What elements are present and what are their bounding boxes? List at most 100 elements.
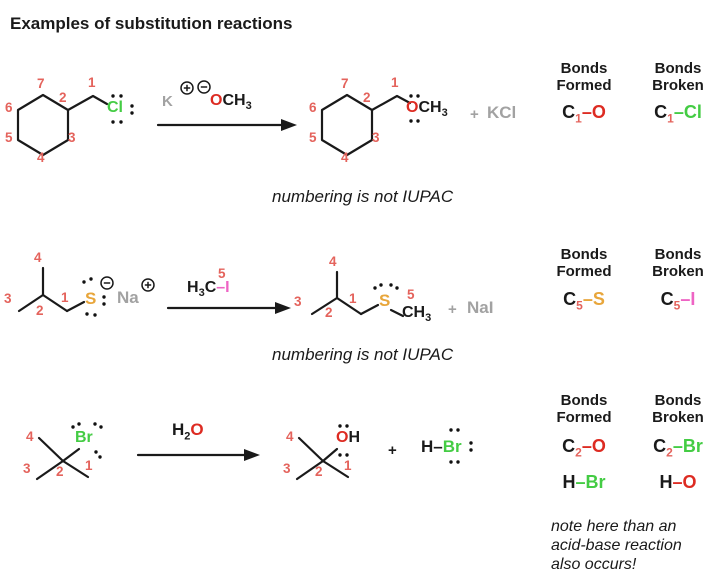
r1-reactant-num-1: 1 (88, 75, 96, 90)
r2-sodium-label: Na (117, 288, 139, 307)
r2-reactant-num-1: 1 (61, 290, 69, 305)
r1-product-num-5: 5 (309, 130, 317, 145)
r2-reagent-dash: – (216, 279, 226, 296)
r1-reagent-ch: CH (222, 92, 246, 109)
r1-product-num-4: 4 (341, 150, 349, 165)
r3-reactant-bromine-lone-pairs (71, 422, 103, 459)
bond-atom-a: C (562, 102, 576, 122)
r1-bond-formed: C1–O (542, 102, 626, 125)
r2-bond-broken: C5–I (636, 289, 720, 312)
r3-reactant-num-3: 3 (23, 461, 31, 476)
r1-reactant-num-6: 6 (5, 100, 13, 115)
r1-reaction-arrow (156, 119, 297, 131)
r2-reagent-h: H (187, 279, 199, 296)
header-line: Bonds (654, 246, 702, 263)
r3-product-num-2: 2 (315, 464, 323, 479)
r2-product-methyl: CH3 (402, 304, 431, 324)
r2-sulfur-label: S (85, 289, 97, 308)
bond-sub: 1 (667, 111, 674, 126)
header-line: Broken (652, 77, 704, 94)
bond-sub: 5 (673, 298, 681, 313)
bond-atom-b: Cl (683, 102, 702, 122)
header-line: Formed (556, 409, 612, 426)
r1-product-num-2: 2 (363, 90, 371, 105)
r3-hbr-formula: H–Br (421, 438, 462, 455)
r2-reagent-iodine: I (225, 279, 230, 296)
r3-product-h: H (348, 429, 361, 446)
r1-potassium-label: K (162, 93, 173, 110)
r3-reaction-arrow (136, 449, 260, 461)
r1-reactant-num-3: 3 (68, 130, 76, 145)
r3-bond-broken-2: H–O (636, 473, 720, 491)
bond-dash: – (672, 436, 683, 456)
bond-dash: – (575, 472, 586, 492)
r2-product-num-4: 4 (329, 254, 337, 269)
r1-chlorine-label: Cl (107, 99, 123, 116)
r3-product-num-3: 3 (283, 461, 291, 476)
r1-product-sub: 3 (441, 107, 448, 120)
r2-reactant-sulfur-lone-pairs (82, 277, 106, 317)
r1-reactant-num-7: 7 (37, 76, 45, 91)
r1-reagent-oxygen: O (210, 92, 223, 109)
r3-hbr-h: H (421, 437, 434, 456)
r2-product-num-2: 2 (325, 305, 333, 320)
bond-dash: – (582, 289, 593, 309)
bond-dash: – (581, 102, 592, 122)
note-line: note here than an (551, 518, 677, 535)
r1-bonds-formed-header: Bonds Formed (542, 60, 626, 94)
r3-note: note here than an acid-base reaction als… (551, 517, 682, 574)
r2-bond-formed: C5–S (542, 289, 626, 312)
r2-reaction-arrow (166, 302, 291, 314)
r3-plus-sign: + (388, 442, 397, 459)
r3-bonds-broken-header: Bonds Broken (636, 392, 720, 426)
bond-sub: 5 (576, 298, 583, 313)
header-line: Bonds (654, 60, 702, 77)
r1-product-formula: OCH3 (406, 99, 448, 120)
r3-bromine-label: Br (75, 429, 93, 446)
bond-dash: – (581, 436, 592, 456)
r3-reagent-hsub: 2 (184, 430, 191, 443)
r3-product-num-4: 4 (286, 429, 294, 444)
r1-reagent-sub: 3 (245, 100, 252, 113)
r2-product-num-1: 1 (349, 291, 357, 306)
r2-product-ch: CH (402, 304, 426, 321)
r2-product-sulfur-label: S (379, 291, 391, 310)
bond-atom-a: H (562, 472, 576, 492)
r1-potassium-charge-icons (180, 80, 211, 95)
bond-atom-a: C (563, 289, 577, 309)
r3-hbr-lone-pairs (449, 428, 473, 464)
r1-reactant-num-2: 2 (59, 90, 67, 105)
header-line: Broken (652, 409, 704, 426)
r1-product-ring (320, 93, 412, 157)
r2-bonds-broken-header: Bonds Broken (636, 246, 720, 280)
r3-reactant-num-4: 4 (26, 429, 34, 444)
r3-hbr-dash: – (433, 437, 443, 456)
bond-sub: 2 (666, 445, 673, 460)
bond-atom-a: C (660, 289, 674, 309)
r1-reactant-ring (16, 93, 109, 157)
r3-bonds-formed-header: Bonds Formed (542, 392, 626, 426)
r3-reactant-skeleton (35, 436, 90, 481)
r2-product-num-5: 5 (407, 287, 415, 302)
r3-bond-broken-1: C2–Br (636, 436, 720, 459)
r3-hbr-bromine: Br (442, 437, 462, 456)
r1-reactant-num-5: 5 (5, 130, 13, 145)
r1-product-ch: CH (418, 99, 442, 116)
note-line: also occurs! (551, 556, 637, 573)
r1-bonds-broken-header: Bonds Broken (636, 60, 720, 94)
bond-atom-a: C (654, 102, 668, 122)
r3-reactant-num-2: 2 (56, 464, 64, 479)
r2-reagent-formula: H3C–I (187, 279, 230, 299)
r2-product-skeleton (310, 270, 405, 318)
r3-product-oxygen: O (336, 429, 349, 446)
r1-product-oxygen: O (406, 99, 419, 116)
r1-product-num-3: 3 (372, 130, 380, 145)
r3-product-oxygen-lone-pairs (338, 424, 349, 457)
bond-atom-b: I (690, 289, 696, 309)
r3-reagent-formula: H2O (172, 421, 204, 442)
r2-bonds-formed-header: Bonds Formed (542, 246, 626, 280)
bond-atom-a: C (562, 436, 576, 456)
r1-product-num-1: 1 (391, 75, 399, 90)
bond-atom-b: O (591, 102, 606, 122)
